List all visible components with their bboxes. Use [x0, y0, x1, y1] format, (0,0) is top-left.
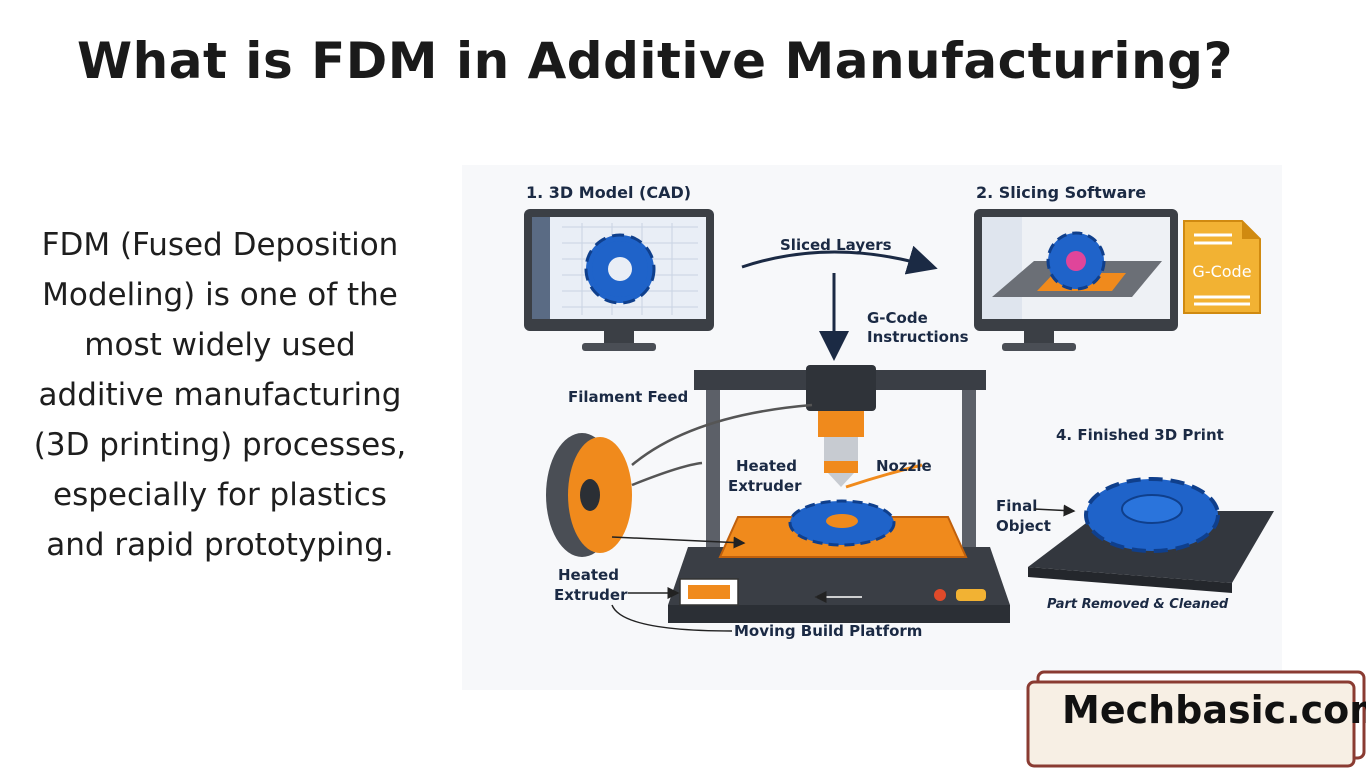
- moving-build-platform-label: Moving Build Platform: [734, 622, 922, 640]
- printer-base: [668, 516, 1010, 623]
- printer-frame: [694, 365, 986, 560]
- heated-extruder-top-line2: Extruder: [728, 477, 802, 495]
- sliced-layers-arrow: [741, 245, 938, 275]
- sliced-layers-label: Sliced Layers: [780, 236, 892, 254]
- filament-feed-label: Filament Feed: [568, 388, 688, 406]
- gcode-instructions-line1: G-Code: [867, 309, 928, 327]
- gcode-file-icon: [1183, 220, 1261, 314]
- nozzle-label: Nozzle: [876, 457, 932, 475]
- filament-line: [631, 403, 813, 466]
- brand-name: Mechbasic.com: [1062, 688, 1366, 732]
- final-object-line2: Object: [996, 517, 1051, 535]
- fdm-process-diagram: 1. 3D Model (CAD) Sliced Layers 2. Slici…: [462, 165, 1282, 690]
- printed-gear-icon: [788, 499, 896, 547]
- filament-spool: [546, 433, 632, 557]
- final-object-line1: Final: [996, 497, 1037, 515]
- fdm-description: FDM (Fused Deposition Modeling) is one o…: [33, 227, 407, 563]
- gcode-file-label: G-Code: [1192, 262, 1251, 281]
- heated-extruder-bottom-line1: Heated: [558, 566, 619, 584]
- slicer-gear-icon: [1046, 231, 1106, 291]
- page-title: What is FDM in Additive Manufacturing?: [77, 32, 1233, 90]
- nozzle-pointer: [845, 463, 923, 489]
- heated-extruder-top-line1: Heated: [736, 457, 797, 475]
- brand-badge: Mechbasic.com: [1026, 666, 1366, 768]
- part-removed-label: Part Removed & Cleaned: [1047, 597, 1229, 612]
- finished-gear-icon: [1084, 477, 1220, 553]
- platform-pointer: [611, 604, 733, 632]
- heated-extruder-bottom-line2: Extruder: [554, 586, 628, 604]
- step1-label: 1. 3D Model (CAD): [526, 183, 691, 202]
- gcode-instructions-line2: Instructions: [867, 328, 969, 346]
- cad-gear-icon: [584, 233, 656, 305]
- step4-label: 4. Finished 3D Print: [1056, 426, 1224, 444]
- step2-label: 2. Slicing Software: [976, 183, 1146, 202]
